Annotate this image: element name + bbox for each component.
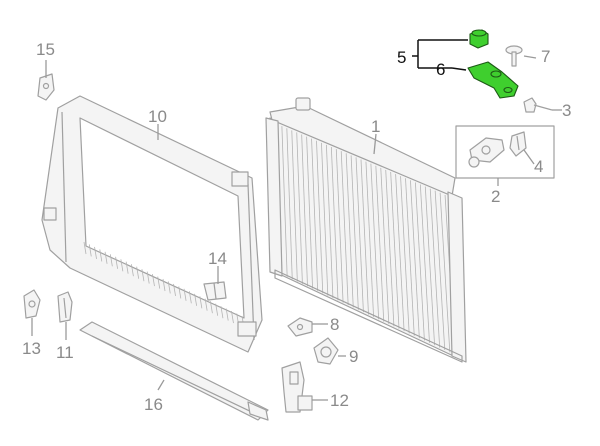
part-14-clip [203,281,227,301]
shroud-grille-slat [194,293,197,306]
radiator-fin [360,159,369,315]
radiator-fin [439,192,451,353]
shroud-grille-slat [83,241,87,255]
part-12-bracket [281,361,313,413]
part-8-clip [287,317,313,337]
shroud-grille-slat [125,261,129,274]
callout-16: 16 [144,395,163,414]
radiator-fin [330,146,339,301]
shroud-grille-slat [104,251,108,264]
part-4-clip [509,131,527,157]
leader-lines [31,39,562,401]
shroud-grille-slat [109,254,113,267]
radiator-fin [306,136,313,289]
shroud-grille-slat [162,278,166,292]
radiator-fin [355,157,364,313]
shroud-grille-slat [157,276,161,289]
radiator-fin [321,142,329,296]
radiator-fin [385,169,395,327]
callout-13: 13 [22,339,41,358]
shroud-grille-slat [141,269,145,282]
part-15-bracket [37,73,55,101]
part-11-bracket [57,291,73,323]
callout-1: 1 [371,117,380,136]
part-9-grommet [313,337,339,365]
radiator-fin [286,128,293,280]
shroud-grille-slat [231,311,234,324]
callout-12: 12 [330,391,349,410]
callout-5: 5 [397,48,406,67]
shroud-grille-slat [183,288,187,301]
radiator-fin [350,155,359,310]
radiator-fin [370,163,380,320]
callout-4: 4 [534,157,543,176]
lower-deflector [79,321,269,421]
callout-6: 6 [436,60,445,79]
radiator-fin [345,153,354,308]
radiator-fin [424,186,435,346]
callout-3: 3 [562,101,571,120]
radiator-fin [434,190,446,350]
radiator-fin [375,165,385,322]
shroud-grille-slat [94,246,97,259]
shroud-grille-slat [225,308,229,321]
radiator-fin [316,140,324,294]
part-13-mount [23,289,41,319]
radiator-fin [335,149,344,303]
shroud-grille-slat [115,256,118,269]
radiator-fin [419,184,430,343]
radiator-fin [281,126,288,277]
radiator-fin [395,174,405,332]
radiator-fin [296,132,303,284]
radiator-fin [390,171,400,329]
radiator-fin [410,180,420,339]
radiator-fin [400,176,410,334]
callout-15: 15 [36,40,55,59]
radiator-fin [301,134,308,287]
shroud-grille-slat [120,259,124,272]
callout-14: 14 [208,249,227,268]
shroud-grille-slat [173,283,176,296]
fan-shroud-frame [41,95,263,353]
shroud-grille-slat [146,271,150,284]
callout-10: 10 [148,107,167,126]
callout-11: 11 [56,343,74,362]
part-3-bolt [523,97,553,113]
shroud-grille-slat [167,281,171,294]
radiator-fin [311,138,319,291]
shroud-grille-slat [136,266,140,279]
shroud-grille-slat [99,249,103,262]
radiator-fin [365,161,374,317]
part-7-screw [505,45,523,67]
radiator-fin [429,188,441,348]
shroud-grille-slat [188,291,192,304]
shroud-grille-slat [210,301,213,314]
callouts: 5 6 7 3 4 2 1 10 15 14 8 9 12 13 11 16 [22,40,571,414]
radiator-fin [340,151,349,306]
radiator [265,97,467,363]
radiator-fin [380,167,390,324]
shroud-grille-slat [204,298,208,311]
callout-9: 9 [349,347,358,366]
shroud-grille-slat [152,274,155,287]
shroud-grille-slat [131,264,134,277]
radiator-fin [325,144,334,298]
shroud-grille-slat [178,286,182,299]
radiator-fin [291,130,298,282]
radiator-fin [414,182,425,341]
part-6-bracket-highlighted[interactable] [467,61,519,99]
shroud-grille-slat [88,244,92,257]
part-5-grommet-highlighted[interactable] [469,29,489,49]
part-2-group [455,125,555,179]
shroud-grille-slat [199,296,203,309]
radiator-fin [405,178,415,336]
callout-8: 8 [330,315,339,334]
shroud-grille-slat [215,303,219,316]
shroud-grille-slat [220,306,224,319]
callout-7: 7 [541,47,550,66]
callout-2: 2 [491,187,500,206]
